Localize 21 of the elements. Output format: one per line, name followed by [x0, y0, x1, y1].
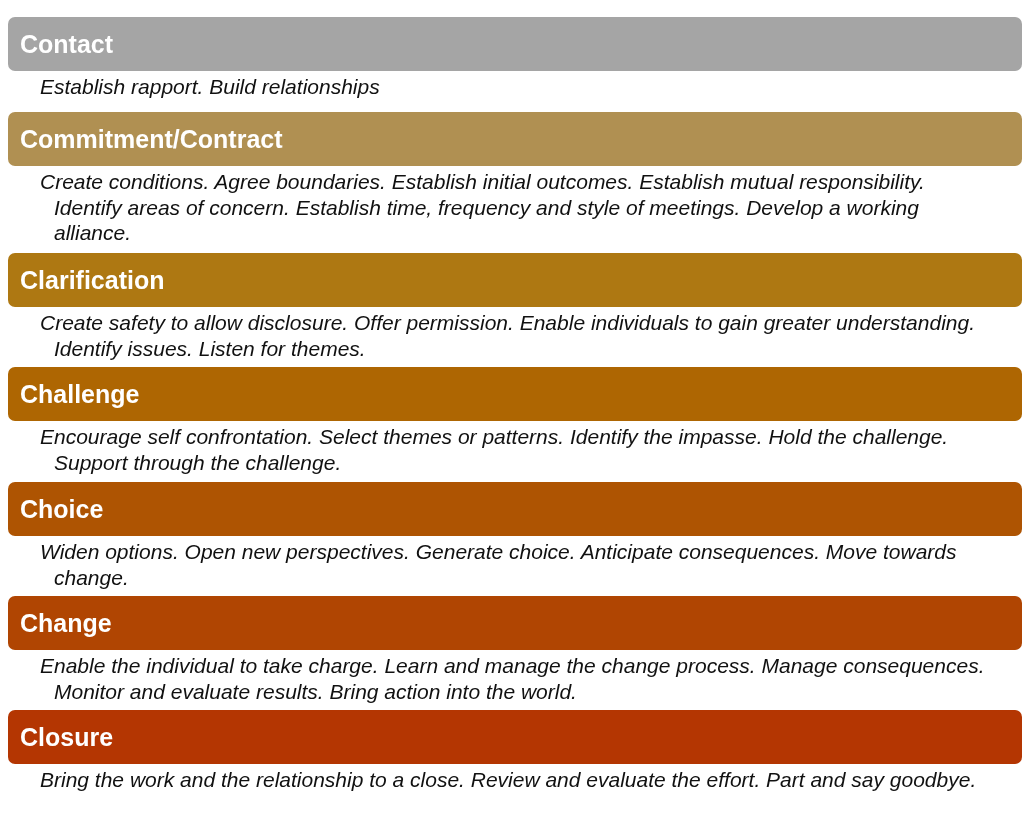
stage-description: Encourage self confrontation. Select themes or patterns. Identify the impasse. Hold the challenge. Support through the challenge. [40, 424, 950, 475]
stage-heading: Change [20, 608, 112, 638]
stage-heading: Contact [20, 29, 114, 59]
stage-heading: Challenge [20, 379, 140, 409]
stage-band [8, 17, 1022, 71]
stage-description: Enable the individual to take charge. Learn and manage the change process. Manage consequences. Monitor and evaluate results. Bring action into the world. [40, 653, 986, 704]
stage-description: Widen options. Open new perspectives. Generate choice. Anticipate consequences. Move towards change. [40, 539, 958, 590]
stage-band [8, 112, 1022, 166]
stage-description: Create conditions. Agree boundaries. Establish initial outcomes. Establish mutual responsibility. Identify areas of concern. Establish time, frequency and style of meetings. Develop a working alliance. [40, 169, 926, 246]
stage-band [8, 482, 1022, 536]
stage-band [8, 596, 1022, 650]
stage-description: Establish rapport. Build relationships [40, 74, 381, 100]
stage-heading: Clarification [20, 265, 165, 295]
stage-heading: Commitment/Contract [20, 124, 283, 154]
stage-band [8, 710, 1022, 764]
stage-description: Bring the work and the relationship to a close. Review and evaluate the effort. Part and say goodbye. [40, 767, 978, 793]
stage-heading: Choice [20, 494, 104, 524]
stage-description: Create safety to allow disclosure. Offer permission. Enable individuals to gain greater understanding. Identify issues. Listen for themes. [40, 310, 976, 361]
stage-heading: Closure [20, 722, 114, 752]
stage-band [8, 367, 1022, 421]
stage-band [8, 253, 1022, 307]
